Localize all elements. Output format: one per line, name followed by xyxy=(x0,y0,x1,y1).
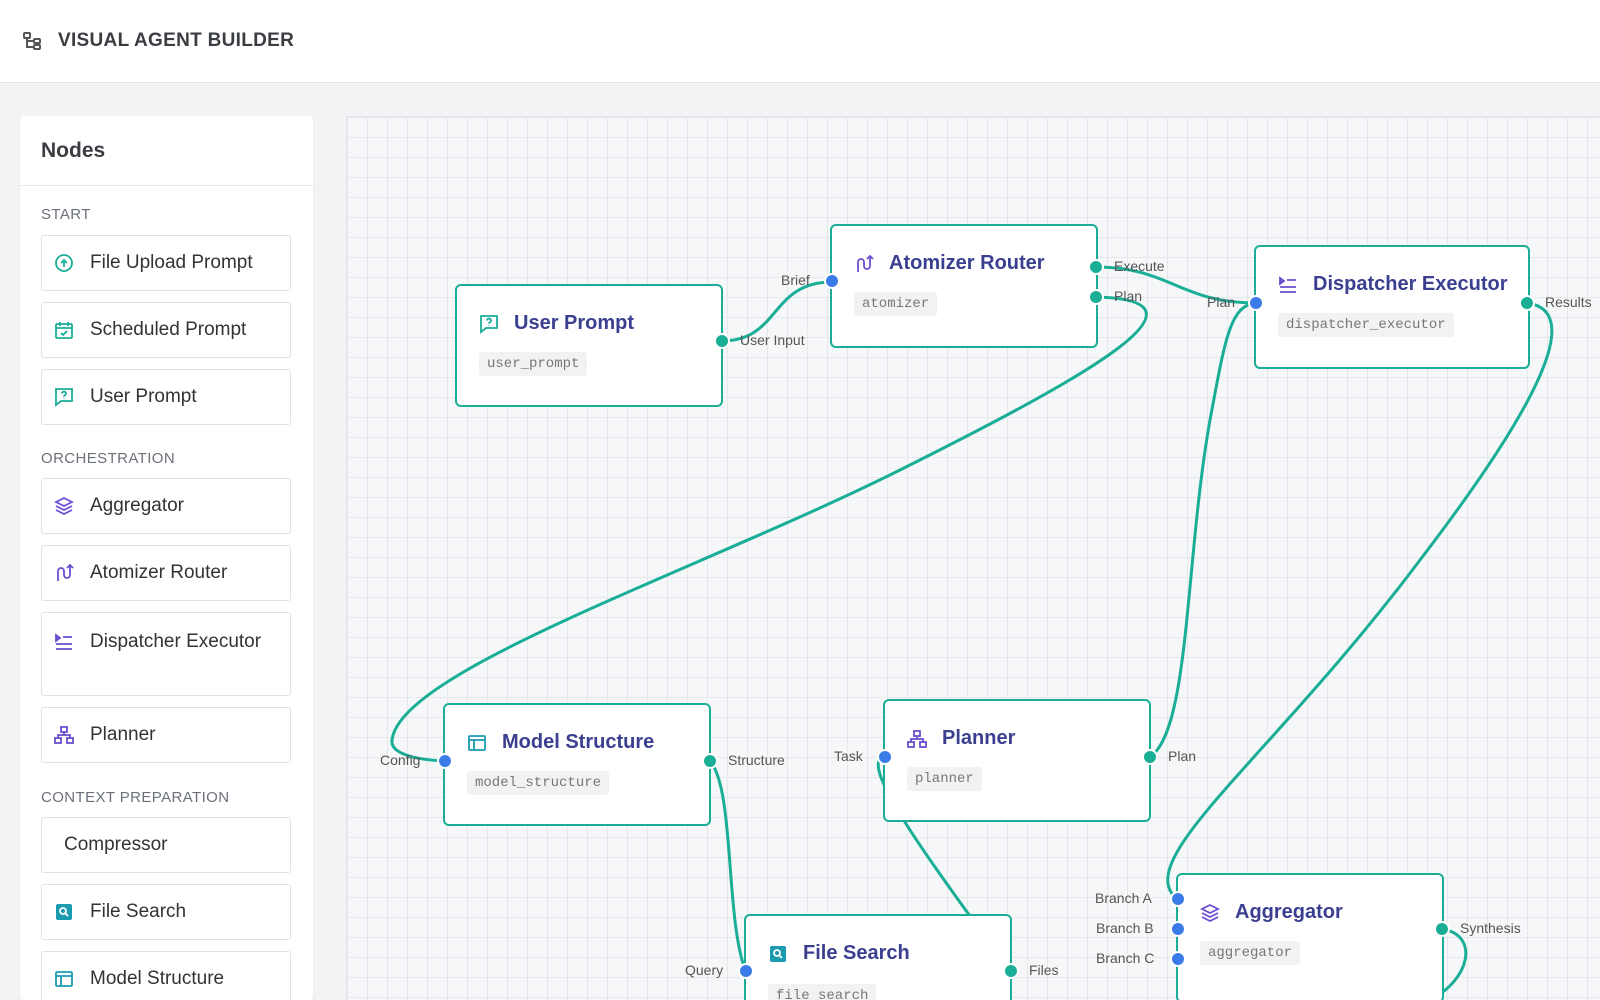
port-label: User Input xyxy=(740,332,805,348)
node-id-badge: model_structure xyxy=(467,771,610,795)
sitemap-icon xyxy=(23,32,41,50)
node-title: File Search xyxy=(803,942,910,964)
layers-icon xyxy=(54,496,74,516)
port-branch-c[interactable] xyxy=(1170,951,1186,967)
sidebar-item-label: Compressor xyxy=(64,834,168,855)
node-title: Planner xyxy=(942,727,1016,749)
port-query[interactable] xyxy=(738,963,754,979)
sidebar-item-atomizer-router[interactable]: Atomizer Router xyxy=(41,545,291,601)
graph-node-planner[interactable]: Planner planner xyxy=(883,699,1151,822)
node-title: Atomizer Router xyxy=(889,252,1045,274)
node-id-badge: aggregator xyxy=(1200,941,1301,965)
section-label-context-preparation: CONTEXT PREPARATION xyxy=(41,789,230,806)
port-label: Results xyxy=(1545,294,1592,310)
sidebar-item-label: User Prompt xyxy=(90,386,197,407)
port-label: Task xyxy=(834,748,863,764)
port-plan[interactable] xyxy=(1088,289,1104,305)
node-id-badge: user_prompt xyxy=(479,352,588,376)
sidebar-item-label: File Upload Prompt xyxy=(90,252,253,273)
node-title: Dispatcher Executor xyxy=(1313,273,1508,295)
port-label: Brief xyxy=(781,272,810,288)
table-layout-icon xyxy=(468,734,486,751)
port-label: Files xyxy=(1029,962,1059,978)
sidebar-item-aggregator[interactable]: Aggregator xyxy=(41,478,291,534)
port-branch-b[interactable] xyxy=(1170,921,1186,937)
port-synthesis[interactable] xyxy=(1434,921,1450,937)
section-label-orchestration: ORCHESTRATION xyxy=(41,450,176,467)
graph-node-model-structure[interactable]: Model Structure model_structure xyxy=(443,703,711,826)
file-search-icon xyxy=(770,945,786,962)
node-title: Model Structure xyxy=(502,731,655,753)
hierarchy-icon xyxy=(54,726,74,744)
sidebar-item-file-upload-prompt[interactable]: File Upload Prompt xyxy=(41,235,291,291)
port-files[interactable] xyxy=(1003,963,1019,979)
sidebar-item-label: Atomizer Router xyxy=(90,562,228,583)
calendar-check-icon xyxy=(55,322,73,339)
port-plan-in[interactable] xyxy=(1248,295,1264,311)
node-title: User Prompt xyxy=(514,312,635,334)
port-label: Query xyxy=(685,962,724,978)
layers-icon xyxy=(1200,903,1220,922)
chat-question-icon xyxy=(55,388,73,407)
app-header: VISUAL AGENT BUILDER xyxy=(0,0,1600,83)
node-id-badge: planner xyxy=(907,767,982,791)
graph-node-dispatcher-executor[interactable]: Dispatcher Executor dispatcher_executor xyxy=(1254,245,1530,369)
route-icon xyxy=(857,254,874,272)
port-label: Branch A xyxy=(1095,890,1152,906)
port-config[interactable] xyxy=(437,753,453,769)
cloud-upload-icon xyxy=(55,254,73,272)
sidebar-item-planner[interactable]: Planner xyxy=(41,707,291,763)
port-label: Branch C xyxy=(1096,950,1155,966)
node-id-badge: atomizer xyxy=(854,292,938,316)
port-structure[interactable] xyxy=(702,753,718,769)
list-play-icon xyxy=(55,633,72,650)
port-label: Plan xyxy=(1114,288,1143,304)
port-label: Branch B xyxy=(1096,920,1154,936)
sidebar-item-label: Scheduled Prompt xyxy=(90,319,247,340)
graph-node-atomizer-router[interactable]: Atomizer Router atomizer xyxy=(830,224,1098,348)
sidebar-item-model-structure[interactable]: Model Structure xyxy=(41,951,291,1000)
sidebar-item-label: Dispatcher Executor xyxy=(90,631,262,652)
sidebar-item-label: Model Structure xyxy=(90,968,225,989)
port-task[interactable] xyxy=(877,749,893,765)
file-search-icon xyxy=(56,904,72,920)
sidebar-item-file-search[interactable]: File Search xyxy=(41,884,291,940)
port-plan-out[interactable] xyxy=(1142,749,1158,765)
port-user-input[interactable] xyxy=(714,333,730,349)
sidebar-item-label: File Search xyxy=(90,901,187,922)
port-label: Structure xyxy=(728,752,785,768)
sidebar-item-user-prompt[interactable]: User Prompt xyxy=(41,369,291,425)
section-label-start: START xyxy=(41,206,91,223)
port-label: Execute xyxy=(1114,258,1165,274)
sidebar-item-compressor[interactable]: Compressor xyxy=(41,817,291,873)
nodes-sidebar: Nodes START File Upload Prompt Scheduled… xyxy=(20,116,313,1000)
port-label: Config xyxy=(380,752,421,768)
node-id-badge: dispatcher_executor xyxy=(1278,313,1454,337)
port-brief[interactable] xyxy=(824,273,840,289)
sidebar-title: Nodes xyxy=(20,116,313,186)
port-results[interactable] xyxy=(1519,295,1535,311)
route-icon xyxy=(57,563,74,581)
port-label: Plan xyxy=(1207,294,1236,310)
graph-node-file-search[interactable]: File Search file_search xyxy=(744,914,1012,1000)
port-label: Plan xyxy=(1168,748,1197,764)
port-execute[interactable] xyxy=(1088,259,1104,275)
sidebar-item-dispatcher-executor[interactable]: Dispatcher Executor xyxy=(41,612,291,696)
sidebar-item-label: Aggregator xyxy=(90,495,185,516)
graph-node-aggregator[interactable]: Aggregator aggregator xyxy=(1176,873,1444,1000)
hierarchy-icon xyxy=(907,729,927,748)
graph-node-user-prompt[interactable]: User Prompt user_prompt xyxy=(455,284,723,407)
node-id-badge: file_search xyxy=(768,984,877,1000)
sidebar-item-label: Planner xyxy=(90,724,156,745)
sidebar-item-scheduled-prompt[interactable]: Scheduled Prompt xyxy=(41,302,291,358)
port-label: Synthesis xyxy=(1460,920,1521,936)
table-layout-icon xyxy=(55,971,73,987)
node-title: Aggregator xyxy=(1235,901,1343,923)
app-title: VISUAL AGENT BUILDER xyxy=(58,30,295,51)
list-play-icon xyxy=(1279,275,1296,293)
chat-question-icon xyxy=(480,314,498,334)
port-branch-a[interactable] xyxy=(1170,891,1186,907)
